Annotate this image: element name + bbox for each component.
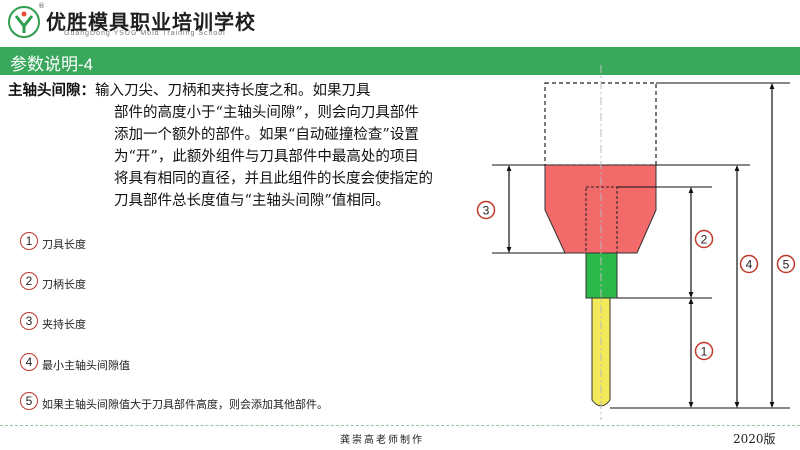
legend-text-3: 夹持长度	[42, 318, 86, 331]
school-logo-icon	[8, 6, 40, 38]
description-line-3: 添加一个额外的部件。如果“自动碰撞检查”设置	[114, 127, 419, 143]
callout-1: 1	[694, 341, 714, 361]
legend-number-2: 2	[20, 272, 38, 290]
legend-text-5: 如果主轴头间隙值大于刀具部件高度，则会添加其他部件。	[42, 398, 328, 411]
description-label: 主轴头间隙：	[8, 82, 95, 99]
svg-text:2: 2	[701, 233, 708, 247]
svg-text:4: 4	[746, 258, 753, 272]
school-name: 优胜模具职业培训学校	[46, 10, 256, 34]
callout-4: 4	[739, 254, 759, 274]
legend-number-1: 1	[20, 232, 38, 250]
registered-mark: ®	[38, 2, 45, 10]
page-title: 参数说明-4	[10, 55, 94, 74]
legend-text-4: 最小主轴头间隙值	[42, 359, 130, 372]
header: ® 优胜模具职业培训学校 GuangDong YSUG Mold Trainin…	[0, 0, 800, 46]
description-line-2: 部件的高度小于“主轴头间隙”，则会向刀具部件	[114, 105, 419, 121]
description-line-1: 主轴头间隙：输入刀尖、刀柄和夹持长度之和。如果刀具	[8, 82, 371, 99]
legend-text-2: 刀柄长度	[42, 278, 86, 291]
description-line-4: 为“开”，此额外组件与刀具部件中最高处的项目	[114, 149, 419, 165]
legend-text-1: 刀具长度	[42, 238, 86, 251]
description-line-6: 刀具部件总长度值与“主轴头间隙”值相同。	[114, 193, 390, 209]
callout-2: 2	[694, 229, 714, 249]
title-bar: 参数说明-4	[0, 47, 800, 75]
description: 主轴头间隙：输入刀尖、刀柄和夹持长度之和。如果刀具 部件的高度小于“主轴头间隙”…	[8, 80, 440, 212]
footer-author: 龚崇高老师制作	[340, 435, 424, 446]
svg-text:5: 5	[783, 258, 790, 272]
legend-number-5: 5	[20, 392, 38, 410]
footer-divider	[0, 425, 800, 426]
legend-number-3: 3	[20, 312, 38, 330]
school-subtitle: GuangDong YSUG Mold Training School	[64, 30, 226, 37]
callout-5: 5	[776, 254, 796, 274]
svg-text:3: 3	[483, 204, 490, 218]
description-line-5: 将具有相同的直径，并且此组件的长度会使指定的	[114, 171, 433, 187]
tool-body	[591, 297, 611, 407]
footer-year: 2020版	[733, 432, 776, 446]
callout-3: 3	[476, 200, 496, 220]
legend-number-4: 4	[20, 353, 38, 371]
svg-text:1: 1	[701, 345, 708, 359]
